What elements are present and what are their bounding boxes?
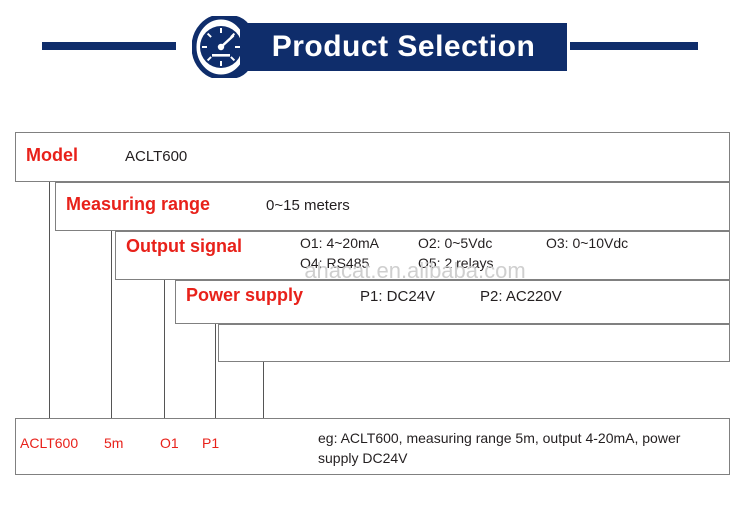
- row-output-signal: [115, 231, 730, 280]
- header-rule-right: [570, 42, 698, 50]
- output-option-o1: O1: 4~20mA: [300, 235, 379, 251]
- connector-line-output: [164, 280, 165, 418]
- output-option-o5: O5: 2 relays: [418, 255, 494, 271]
- row-label-measuring-range: Measuring range: [66, 194, 211, 214]
- output-option-o4: O4: RS485: [300, 255, 370, 271]
- page-header: Product Selection: [0, 0, 750, 95]
- output-options-line-2: O4: RS485 O5: 2 relays: [300, 253, 720, 273]
- row-example: [15, 418, 730, 475]
- power-option-p2: P2: AC220V: [480, 288, 562, 305]
- row-label-power-supply: Power supply: [186, 285, 304, 305]
- power-option-p1: P1: DC24V: [360, 288, 436, 305]
- output-signal-options: O1: 4~20mA O2: 0~5Vdc O3: 0~10Vdc O4: RS48…: [300, 233, 720, 273]
- row-label-model: Model: [26, 145, 78, 165]
- row-measuring-range: [55, 182, 730, 231]
- example-token-range: 5m: [104, 435, 124, 451]
- connector-line-power: [215, 324, 216, 418]
- example-description: eg: ACLT600, measuring range 5m, output …: [318, 430, 681, 466]
- row-value-model: ACLT600: [125, 148, 188, 165]
- header-rule-left: [42, 42, 176, 50]
- row-model: [15, 132, 730, 182]
- power-supply-options: P1: DC24V P2: AC220V: [360, 288, 562, 305]
- row-blank-continuation: [218, 324, 730, 362]
- example-token-power: P1: [202, 435, 220, 451]
- output-option-o3: O3: 0~10Vdc: [546, 235, 629, 251]
- page-title: Product Selection: [271, 30, 536, 63]
- connector-line-extra: [263, 362, 264, 418]
- example-token-model: ACLT600: [20, 435, 79, 451]
- connector-line-model: [49, 182, 50, 418]
- row-value-measuring-range: 0~15 meters: [266, 197, 350, 214]
- title-banner: Product Selection: [240, 23, 567, 71]
- output-options-line-1: O1: 4~20mA O2: 0~5Vdc O3: 0~10Vdc: [300, 233, 720, 253]
- example-token-output: O1: [160, 435, 179, 451]
- row-power-supply: [175, 280, 730, 324]
- connector-line-measuring: [111, 231, 112, 418]
- gauge-icon: [191, 14, 258, 80]
- row-label-output-signal: Output signal: [126, 236, 242, 256]
- output-option-o2: O2: 0~5Vdc: [418, 235, 493, 251]
